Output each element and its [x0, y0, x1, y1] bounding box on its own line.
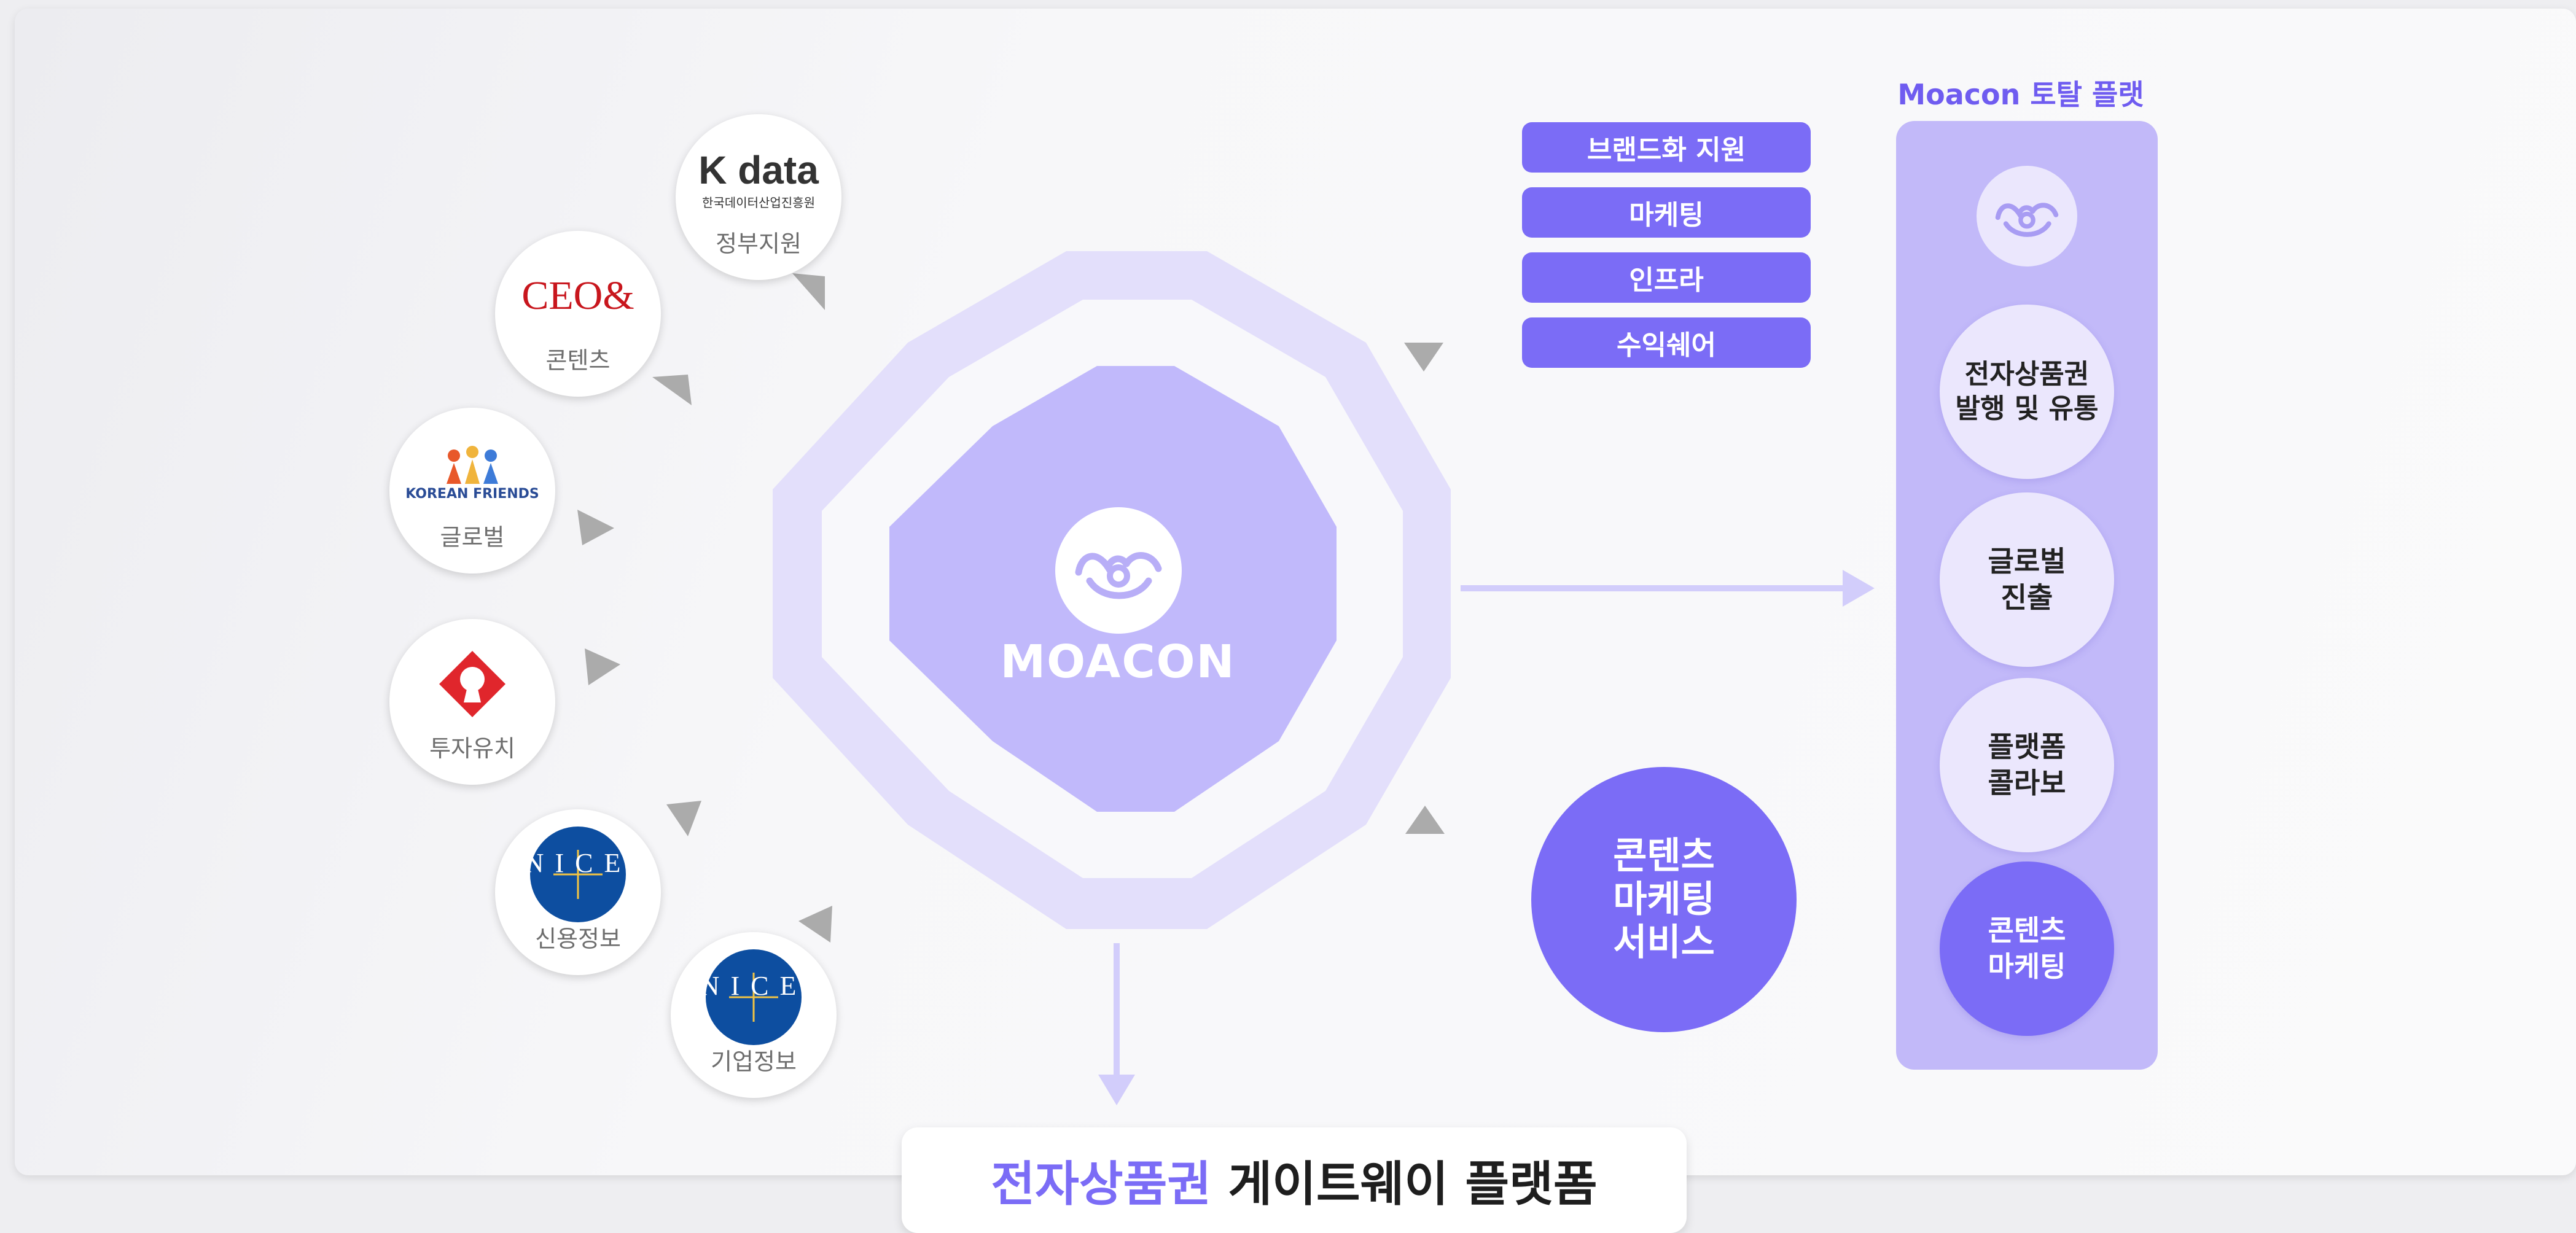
arrow-down-head	[1098, 1075, 1135, 1105]
nice-logo-icon	[706, 949, 802, 1045]
korean-friends-logo: KOREAN FRIENDS	[405, 430, 539, 516]
nice-corporate-logo: NICE	[700, 949, 803, 1045]
moacon-logo-icon	[1995, 203, 2059, 237]
ceo-logo: CEO&	[521, 253, 634, 339]
bottom-title-box: 전자상품권 게이트웨이 플랫폼	[902, 1127, 1687, 1233]
korean-friends-figures-icon	[447, 446, 498, 484]
gray-arrowhead-7	[1404, 343, 1443, 371]
korean-friends-logo-text: KOREAN FRIENDS	[405, 486, 539, 502]
nice-corporate-logo-text: NICE	[700, 971, 808, 1001]
gray-arrowhead-5	[666, 801, 701, 836]
arrow-right-head	[1843, 570, 1875, 607]
partner-label-corporate: 기업정보	[711, 1048, 797, 1075]
partner-investment: 투자유치	[389, 619, 555, 785]
bottom-title-rest: 게이트웨이 플랫폼	[1211, 1157, 1598, 1212]
moacon-logo-circle	[1055, 507, 1182, 634]
ceo-logo-text: CEO&	[521, 273, 634, 318]
stage-platform-collab: 플랫폼 콜라보	[1940, 678, 2114, 852]
panel-moacon-icon	[1977, 166, 2077, 266]
nice-credit-logo-text: NICE	[524, 848, 632, 878]
gray-arrowhead-8	[1405, 806, 1445, 834]
bottom-title-highlight: 전자상품권	[991, 1157, 1212, 1212]
nice-logo-icon	[530, 826, 626, 922]
gray-arrowhead-1	[792, 273, 825, 310]
partner-nice-corporate: NICE 기업정보	[671, 932, 837, 1098]
service-pill-infra: 인프라	[1522, 252, 1811, 303]
stage-global-expansion: 글로벌 진출	[1940, 492, 2114, 667]
service-pill-revenue-share: 수익쉐어	[1522, 317, 1811, 368]
red-diamond-keyhole-icon	[439, 650, 505, 717]
service-pill-marketing: 마케팅	[1522, 187, 1811, 238]
service-pill-branding: 브랜드화 지원	[1522, 122, 1811, 173]
kdata-logo-subtext: 한국데이터산업진흥원	[702, 195, 815, 210]
nice-credit-logo: NICE	[525, 826, 627, 922]
partner-nice-credit: NICE 신용정보	[495, 809, 661, 975]
moacon-wordmark: MOACON	[1000, 636, 1236, 688]
content-marketing-service-circle: 콘텐츠 마케팅 서비스	[1531, 767, 1797, 1032]
partner-kdata: K data 한국데이터산업진흥원 정부지원	[676, 114, 841, 280]
stage-content-marketing: 콘텐츠 마케팅	[1940, 862, 2114, 1036]
stage-gift-certificate: 전자상품권 발행 및 유통	[1940, 305, 2114, 479]
partner-ceo: CEO& 콘텐츠	[495, 231, 661, 397]
partner-label-global: 글로벌	[440, 523, 505, 551]
partner-label-government: 정부지원	[716, 230, 802, 257]
moacon-logo-icon	[1075, 552, 1162, 599]
gray-arrowhead-4	[585, 648, 620, 685]
gray-arrowhead-6	[798, 906, 832, 943]
kdata-logo: K data 한국데이터산업진흥원	[698, 136, 819, 222]
partner-korean-friends: KOREAN FRIENDS 글로벌	[389, 408, 555, 574]
partner-label-credit: 신용정보	[535, 925, 621, 952]
gray-arrowhead-2	[652, 375, 692, 405]
partner-label-investment: 투자유치	[429, 734, 515, 762]
investment-logo	[435, 641, 509, 727]
kdata-logo-text: K data	[698, 148, 819, 192]
gray-arrowhead-3	[577, 510, 614, 545]
partner-label-contents: 콘텐츠	[545, 346, 611, 374]
